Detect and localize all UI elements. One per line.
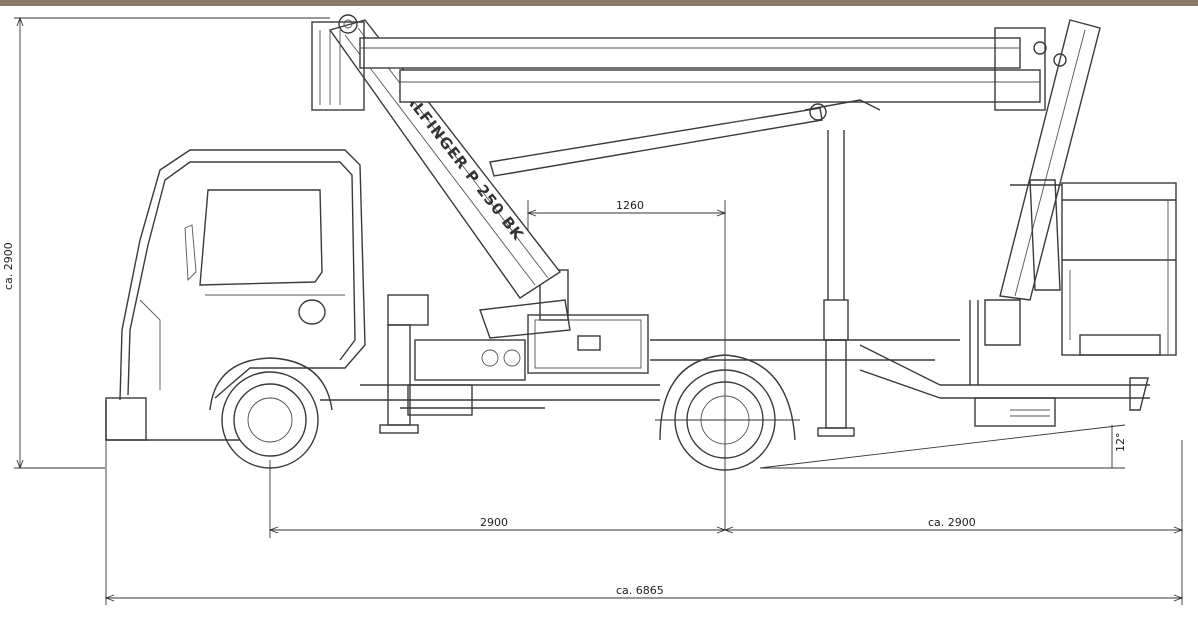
chassis-frame — [105, 339, 1150, 441]
angle-label: 12° — [1114, 433, 1127, 453]
rear-wheel — [655, 354, 800, 471]
front-wheel — [209, 357, 333, 469]
reach-offset-label: 1260 — [616, 199, 644, 212]
rear-overhang-label: ca. 2900 — [928, 516, 976, 529]
jib-arm — [984, 19, 1101, 346]
rear-outrigger — [817, 130, 855, 437]
wheelbase-label: 2900 — [480, 516, 508, 529]
rear-post — [969, 300, 979, 385]
top-photo-strip — [0, 0, 1198, 6]
overall-length-label: ca. 6865 — [616, 584, 664, 597]
boom-lettering: PALFINGER P 250 BK — [395, 81, 528, 244]
dimension-labels: ca. 2900 1260 2900 ca. 2900 ca. 6865 12° — [2, 199, 1127, 597]
height-dimension-label: ca. 2900 — [2, 242, 15, 290]
toolbox — [527, 314, 649, 374]
cab — [119, 149, 366, 401]
front-outrigger — [379, 294, 526, 434]
work-basket — [1010, 182, 1177, 356]
upper-boom — [311, 21, 1046, 111]
boom-cylinder — [489, 99, 881, 177]
dimension-lines — [14, 16, 1184, 605]
